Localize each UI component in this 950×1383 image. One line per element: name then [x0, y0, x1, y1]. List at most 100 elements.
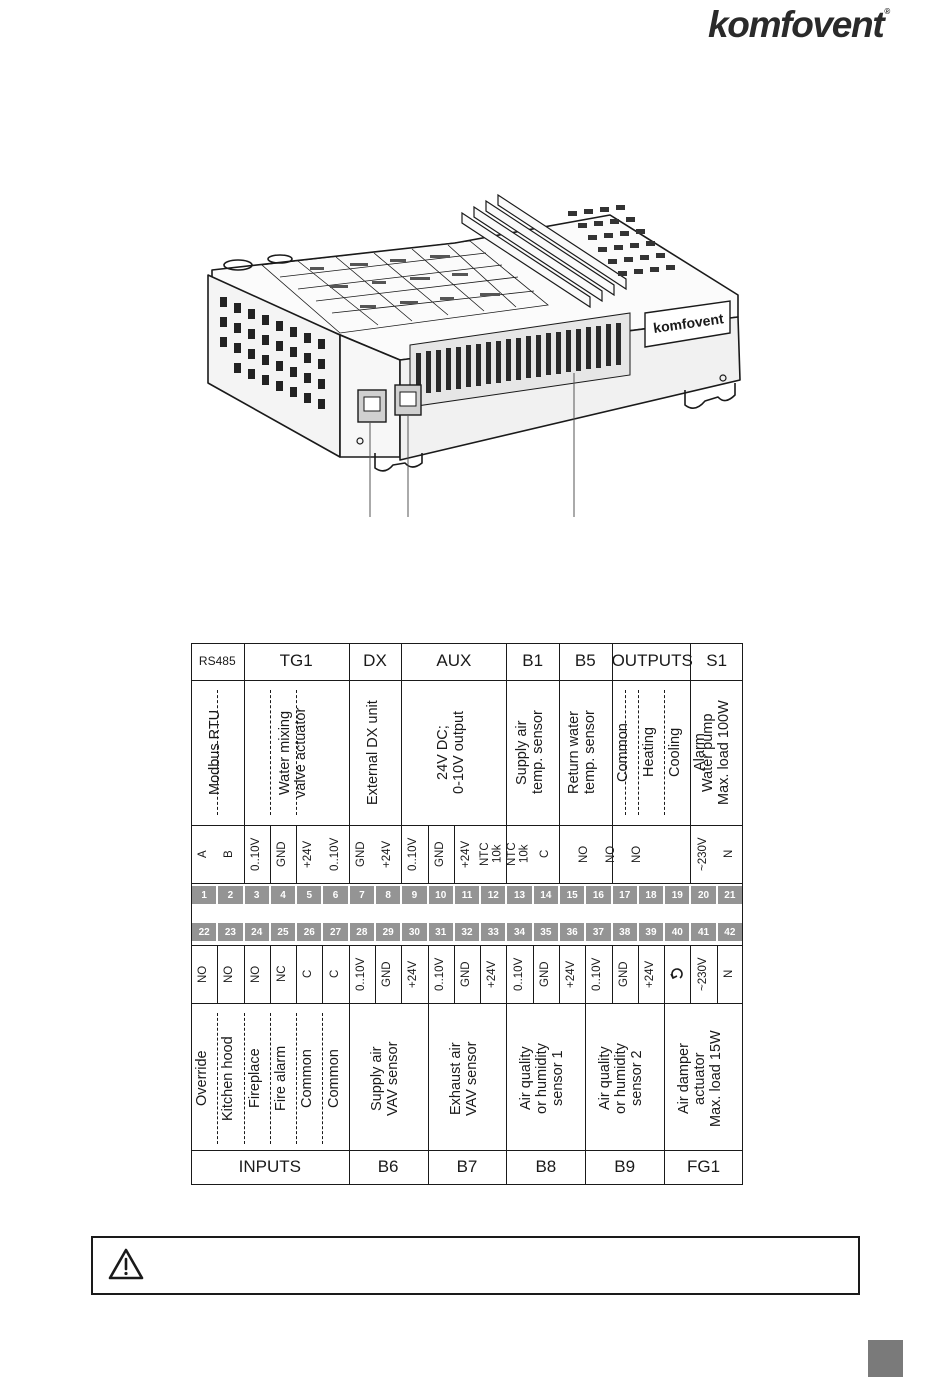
signal-line: 10k — [491, 844, 504, 864]
terminal-number: 26 — [297, 923, 322, 941]
signal-line: GND — [538, 961, 551, 987]
signal-label: 0..10V — [329, 831, 343, 877]
terminal-description: Heating — [641, 688, 660, 817]
description-line: sensor 1 — [549, 1050, 566, 1107]
grid-line — [191, 825, 743, 826]
terminal-number: 33 — [481, 923, 506, 941]
section-header-fg1: FG1 — [687, 1157, 721, 1176]
terminal-number: 28 — [349, 923, 374, 941]
signal-line: +24V — [407, 960, 420, 988]
grid-divider-dashed — [269, 690, 271, 815]
description-line: or humidity — [612, 1043, 629, 1114]
terminal-description: Fire alarm — [273, 1015, 292, 1142]
terminal-description: Common — [615, 688, 634, 817]
description-line: Return water — [566, 711, 583, 795]
signal-line: NO — [197, 965, 210, 983]
signal-label: NO — [631, 831, 645, 877]
terminal-number: 11 — [454, 886, 480, 904]
signal-label: GND — [539, 951, 553, 997]
signal-label: +24V — [644, 951, 658, 997]
terminal-description: Cooling — [667, 688, 686, 817]
grid-line — [559, 825, 560, 883]
brand-logo: komfovent® — [708, 4, 890, 45]
grid-line — [506, 825, 508, 883]
terminal-number: 29 — [376, 923, 401, 941]
grid-line — [453, 945, 455, 1003]
grid-line — [637, 945, 639, 1003]
grid-line — [348, 825, 350, 883]
signal-line: +24V — [644, 960, 656, 988]
warning-triangle-icon — [108, 1248, 144, 1280]
grid-divider-dashed — [296, 690, 298, 815]
terminal-description: Modbus RTU — [207, 688, 226, 817]
registered-mark: ® — [884, 7, 890, 16]
grid-divider-dashed — [296, 1013, 298, 1144]
section-header-aux: AUX — [436, 651, 472, 670]
grid-line — [191, 883, 743, 884]
description-line: Exhaust air — [448, 1042, 464, 1115]
description-line: 0-10V output — [450, 710, 467, 795]
grid-line — [191, 680, 743, 681]
terminal-number: 38 — [612, 923, 637, 941]
terminal-number: 24 — [244, 923, 269, 941]
grid-line — [191, 1003, 743, 1004]
grid-line — [269, 945, 271, 1003]
description-line: Modbus RTU — [207, 709, 224, 796]
description-line: Supply air — [369, 1046, 386, 1111]
terminal-number: 20 — [691, 886, 716, 904]
section-header-s1: S1 — [706, 651, 728, 670]
signal-label: NO — [197, 951, 211, 997]
terminal-number: 15 — [560, 886, 585, 904]
signal-label: C — [539, 831, 553, 877]
terminal-number: 36 — [560, 923, 585, 941]
terminal-number: 37 — [586, 923, 611, 941]
grid-line — [427, 825, 429, 883]
grid-line — [348, 945, 350, 1185]
signal-line: 0..10V — [407, 837, 420, 871]
terminal-number: 13 — [507, 886, 532, 904]
grid-line — [480, 945, 482, 1003]
signal-line: NC — [276, 965, 288, 983]
grid-line — [217, 945, 219, 1003]
terminal-number: 6 — [323, 886, 348, 904]
description-line: Water pump — [700, 713, 717, 792]
signal-line: +24V — [302, 840, 315, 868]
grid-line — [611, 643, 613, 883]
signal-line: ~230V — [696, 957, 709, 991]
signal-line: 0..10V — [354, 957, 367, 991]
description-line: temp. sensor — [582, 710, 599, 795]
signal-line: 0..10V — [591, 957, 604, 991]
grid-line — [559, 945, 560, 1003]
signal-label: GND — [381, 951, 395, 997]
grid-divider-dashed — [217, 1013, 219, 1144]
terminal-number: 41 — [691, 923, 716, 941]
grid-line — [611, 825, 613, 883]
signal-line: GND — [276, 841, 288, 867]
signal-label: C — [302, 951, 316, 997]
grid-line — [296, 945, 298, 1003]
signal-label: NO — [250, 951, 264, 997]
description-line: temp. sensor — [529, 710, 546, 795]
signal-line: +24V — [381, 840, 394, 868]
signal-label: 0..10V — [434, 951, 448, 997]
description-line: Supply air — [513, 720, 530, 785]
signal-label: B — [223, 831, 237, 877]
terminal-number: 27 — [323, 923, 348, 941]
signal-line: NO — [630, 845, 643, 863]
brand-logo-text: komfovent — [708, 4, 885, 45]
grid-divider-dashed — [269, 1013, 271, 1144]
terminal-number: 10 — [428, 886, 453, 904]
grid-line — [532, 945, 534, 1003]
terminal-number: 34 — [507, 923, 532, 941]
signal-label: 0..10V — [407, 831, 421, 877]
terminal-number: 42 — [717, 923, 742, 941]
section-header-b5: B5 — [574, 651, 596, 670]
signal-line: GND — [460, 961, 472, 987]
grid-line — [716, 945, 718, 1003]
signal-line: GND — [354, 841, 367, 867]
description-line: Max. load 15W — [707, 1030, 724, 1127]
